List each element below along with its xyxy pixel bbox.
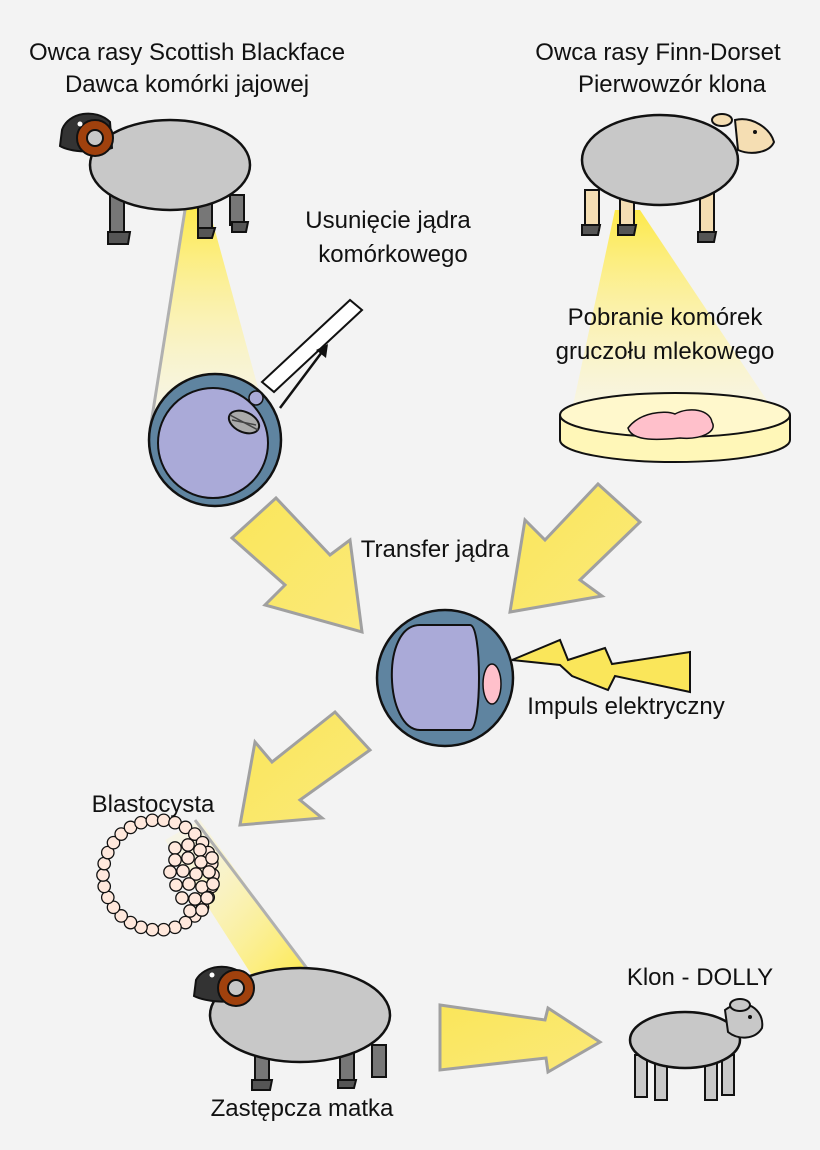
blastocyst-cell bbox=[114, 909, 129, 923]
inner-cell-mass-cell bbox=[168, 853, 182, 867]
inner-cell-mass-cell bbox=[182, 877, 196, 891]
blastocyst-label: Blastocysta bbox=[92, 791, 215, 818]
inner-cell-mass-cell bbox=[206, 877, 220, 891]
arrow-surrogate-to-clone bbox=[438, 1003, 603, 1075]
blastocyst bbox=[96, 813, 220, 937]
inner-cell-mass-cell bbox=[181, 838, 195, 852]
blastocyst-cell bbox=[156, 922, 171, 937]
arrow-egg-to-transfer bbox=[229, 495, 364, 635]
inner-cell-mass-cell bbox=[176, 864, 190, 878]
impulse-label: Impuls elektryczny bbox=[527, 693, 724, 720]
inner-cell-mass-cell bbox=[202, 865, 216, 879]
inner-cell-mass-cell bbox=[205, 851, 219, 865]
mammary-cells bbox=[627, 409, 714, 441]
enucleation-arrow bbox=[279, 344, 328, 409]
blastocyst-cell bbox=[97, 879, 112, 894]
inner-cell-mass-cell bbox=[175, 891, 189, 905]
blastocyst-cell bbox=[123, 915, 138, 930]
surrogate-sheep bbox=[192, 965, 392, 1091]
inner-cell-mass-cell bbox=[183, 904, 197, 918]
petri-dish bbox=[559, 392, 791, 463]
source-role-label: Pierwowzór klona bbox=[578, 71, 767, 98]
blastocyst-cell bbox=[145, 922, 160, 937]
dolly-lamb bbox=[628, 998, 764, 1101]
blastocyst-cell bbox=[114, 827, 129, 841]
beam-edge bbox=[148, 209, 187, 431]
arrow-dish-to-transfer bbox=[508, 481, 643, 614]
inner-cell-mass-cell bbox=[193, 843, 207, 857]
harvest-label-line1: Pobranie komórek bbox=[568, 304, 764, 331]
donor-role-label: Dawca komórki jajowej bbox=[65, 71, 309, 98]
arrow-transfer-to-blastocyst bbox=[238, 709, 373, 827]
transfer-label: Transfer jądra bbox=[361, 536, 510, 563]
pipette bbox=[260, 298, 364, 394]
source-breed-label: Owca rasy Finn-Dorset bbox=[535, 39, 781, 66]
enucleation-label-line2: komórkowego bbox=[318, 241, 467, 268]
fused-cell bbox=[375, 608, 515, 748]
beam-source-to-dish bbox=[572, 210, 770, 410]
blastocyst-cell bbox=[168, 920, 182, 935]
polar-body bbox=[248, 390, 264, 406]
blastocyst-cell bbox=[178, 820, 193, 835]
inner-cell-mass-cell bbox=[195, 903, 209, 917]
harvest-label-line2: gruczołu mlekowego bbox=[556, 338, 775, 365]
inner-cell-mass-cell bbox=[188, 892, 202, 906]
enucleation-label-line1: Usunięcie jądra bbox=[305, 207, 471, 234]
egg-cell bbox=[147, 372, 283, 508]
finn-dorset-sheep bbox=[580, 113, 776, 243]
blastocyst-cell bbox=[134, 815, 148, 830]
inner-cell-mass-cell bbox=[168, 841, 182, 855]
inner-cell-mass-cell bbox=[189, 867, 203, 881]
inner-cell-mass-cell bbox=[181, 851, 195, 865]
blastocyst-cell bbox=[106, 835, 121, 850]
donor-nucleus bbox=[482, 663, 502, 705]
inner-cell-mass-cell bbox=[169, 878, 183, 892]
inner-cell-mass-cell bbox=[200, 891, 214, 905]
blastocyst-cell bbox=[96, 868, 110, 882]
surrogate-label: Zastępcza matka bbox=[211, 1095, 394, 1122]
lightning-icon bbox=[511, 638, 691, 694]
clone-label: Klon - DOLLY bbox=[627, 964, 773, 991]
scottish-blackface-sheep bbox=[58, 112, 252, 245]
inner-cell-mass-cell bbox=[163, 865, 177, 879]
donor-breed-label: Owca rasy Scottish Blackface bbox=[29, 39, 345, 66]
beam-edge bbox=[193, 819, 314, 976]
blastocyst-cell bbox=[187, 827, 202, 841]
